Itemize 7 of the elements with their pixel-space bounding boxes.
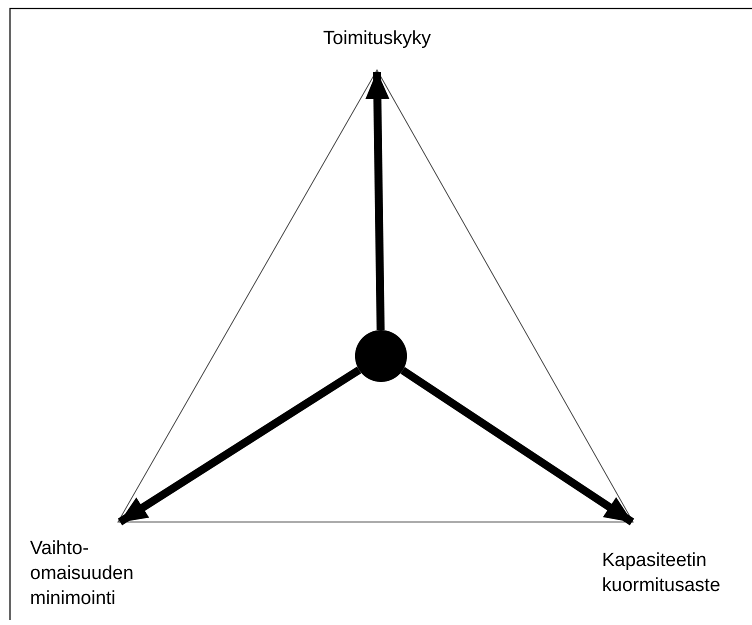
- arrow: [118, 366, 362, 526]
- corner-label: Toimituskyky: [323, 27, 431, 51]
- arrow: [365, 71, 390, 330]
- corner-label: Kapasiteetin kuormitusaste: [602, 549, 722, 598]
- arrow: [400, 367, 634, 526]
- corner-label: Vaihto- omaisuuden minimointi: [30, 537, 135, 611]
- center-circle: [355, 330, 407, 382]
